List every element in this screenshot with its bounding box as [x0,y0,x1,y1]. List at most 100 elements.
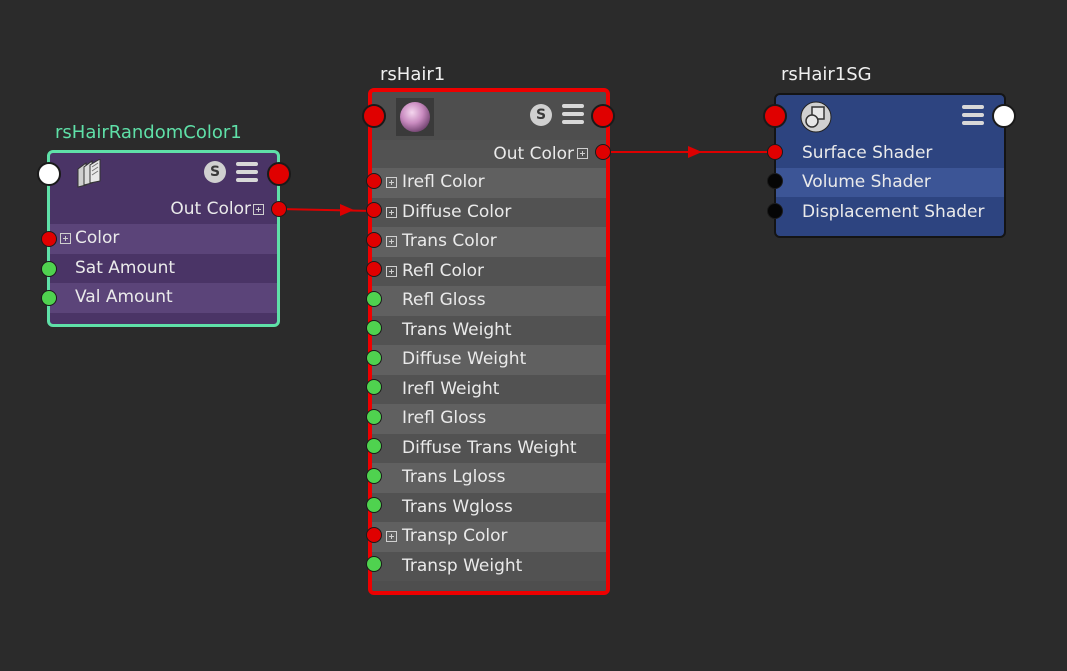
node-shading-group[interactable]: Surface Shader Volume Shader Displacemen… [774,93,1006,238]
node-title-hair[interactable]: rsHair1 [380,64,446,85]
attribute-row[interactable]: Displacement Shader [776,197,1004,227]
attribute-label: Diffuse Weight [402,349,527,369]
attribute-label: Trans Wgloss [402,496,513,517]
input-port-trans-lgloss[interactable] [366,467,382,484]
node-random-color[interactable]: S Out Color Color Sat Amount Val Amount [47,150,280,327]
output-port-main[interactable] [992,104,1016,128]
attribute-row[interactable]: Transp Color [372,522,606,552]
node-header[interactable] [776,95,1004,139]
attribute-label: Surface Shader [802,143,933,163]
input-port-trans-wgloss[interactable] [366,497,382,514]
output-port-main[interactable] [591,104,615,128]
attribute-row[interactable]: Irefl Gloss [372,404,606,434]
attribute-label: Val Amount [75,287,173,308]
input-port-val-amount[interactable] [41,290,57,306]
texture-layers-icon [77,159,101,188]
attribute-row[interactable]: Diffuse Color [372,197,606,227]
attribute-list-icon[interactable] [236,162,258,182]
attribute-label: Trans Weight [402,319,512,340]
input-port-refl-color[interactable] [366,261,382,278]
input-port-trans-weight[interactable] [366,320,382,337]
input-port-refl-gloss[interactable] [366,290,382,307]
attribute-row[interactable]: Trans Lgloss [372,463,606,493]
attribute-row[interactable]: Surface Shader [776,139,1004,168]
attribute-label: Volume Shader [802,172,931,192]
attribute-label: Irefl Weight [402,378,500,399]
output-row: Out Color [372,140,606,168]
connection-arrow-icon [688,146,702,158]
attribute-label: Refl Color [402,260,485,281]
input-port-transp-weight[interactable] [366,556,382,573]
input-port-message[interactable] [362,104,386,128]
node-title-shading-group[interactable]: rsHair1SG [781,64,872,85]
attribute-label: Color [75,228,120,249]
expand-icon[interactable] [386,236,397,247]
input-port-trans-color[interactable] [366,231,382,248]
input-port-sat-amount[interactable] [41,261,57,277]
input-port-irefl-weight[interactable] [366,379,382,396]
node-header[interactable]: S [372,92,606,140]
input-port-volume-shader[interactable] [767,173,783,189]
expand-icon[interactable] [253,204,264,215]
input-port-irefl-gloss[interactable] [366,408,382,425]
expand-icon[interactable] [386,206,397,218]
input-port-message[interactable] [763,104,787,128]
attribute-row[interactable]: Trans Color [372,227,606,257]
attribute-row[interactable]: Refl Color [372,256,606,286]
input-port-color[interactable] [41,231,57,247]
attribute-row[interactable]: Color [50,224,277,254]
attribute-label: Trans Color [402,231,497,251]
node-header[interactable]: S [50,153,277,195]
attribute-label: Trans Lgloss [402,467,506,487]
input-port-surface-shader[interactable] [767,144,783,160]
swatch-s-icon[interactable]: S [204,161,226,183]
attribute-row[interactable]: Diffuse Weight [372,345,606,375]
attribute-label: Diffuse Trans Weight [402,437,577,458]
input-port-diffuse-color[interactable] [366,202,382,219]
output-row: Out Color [50,195,277,225]
expand-icon[interactable] [386,177,397,188]
input-port-diffuse-trans-weight[interactable] [366,438,382,455]
expand-icon[interactable] [386,531,397,542]
attribute-label: Irefl Color [402,172,485,192]
expand-icon[interactable] [386,265,397,277]
attribute-label: Transp Color [402,526,508,546]
attribute-list-icon[interactable] [962,105,984,125]
attribute-list-icon[interactable] [562,104,584,124]
attribute-row[interactable]: Val Amount [50,283,277,313]
attribute-label: Sat Amount [75,257,176,278]
attribute-row[interactable]: Trans Wgloss [372,492,606,522]
attribute-label: Refl Gloss [402,290,486,310]
attribute-row[interactable]: Sat Amount [50,253,277,284]
attribute-label: Irefl Gloss [402,408,487,428]
input-port-displacement-shader[interactable] [767,203,783,219]
connection-arrow-icon [340,204,354,216]
attribute-row[interactable]: Diffuse Trans Weight [372,433,606,463]
attribute-row[interactable]: Irefl Color [372,168,606,198]
attribute-label: Transp Weight [402,555,523,576]
swatch-s-icon[interactable]: S [530,104,552,126]
shading-group-icon [800,101,832,133]
attribute-row[interactable]: Trans Weight [372,315,606,345]
output-label: Out Color [170,199,251,219]
output-label: Out Color [493,144,574,164]
input-port-diffuse-weight[interactable] [366,349,382,366]
output-port-out-color[interactable] [271,201,287,217]
input-port-transp-color[interactable] [366,526,382,543]
expand-icon[interactable] [577,148,588,159]
attribute-row[interactable]: Transp Weight [372,551,606,581]
attribute-label: Displacement Shader [802,202,985,222]
connection-random-to-diffuse [278,204,375,216]
output-port-main[interactable] [267,162,291,186]
attribute-row[interactable]: Volume Shader [776,168,1004,197]
attribute-row[interactable]: Irefl Weight [372,374,606,404]
node-title-random-color[interactable]: rsHairRandomColor1 [55,122,242,143]
shader-sphere-icon [396,98,434,136]
output-port-out-color[interactable] [595,144,611,160]
connection-hair-to-surface [603,146,775,158]
input-port-message[interactable] [37,162,61,186]
expand-icon[interactable] [60,233,71,245]
input-port-irefl-color[interactable] [366,172,382,189]
attribute-row[interactable]: Refl Gloss [372,286,606,316]
